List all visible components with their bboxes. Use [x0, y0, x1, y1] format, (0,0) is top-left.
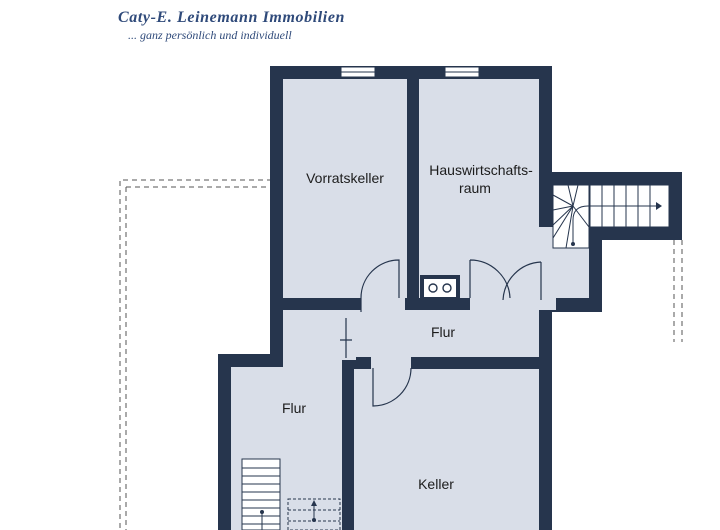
floor-hauswirtschaftsraum: [419, 79, 539, 273]
door-swings: [340, 259, 542, 407]
label-flur-upper: Flur: [431, 324, 455, 340]
door-stair: [502, 261, 542, 301]
dashed-boundaries: [119, 179, 683, 530]
door-flur-left: [340, 318, 352, 358]
label-flur-lower: Flur: [282, 400, 306, 416]
floor-flur-connect: [283, 310, 342, 370]
opening-flur-left: [342, 330, 356, 360]
staircase-upper: [552, 184, 670, 249]
door-vorratskeller: [360, 259, 400, 312]
staircase-lower: [241, 458, 341, 530]
opening-stair: [512, 294, 556, 310]
label-hauswirtschaft-2: raum: [459, 180, 491, 196]
door-hwr: [469, 259, 511, 299]
label-hauswirtschaft-1: Hauswirtschafts-: [429, 162, 533, 178]
floor-keller: [354, 369, 539, 530]
opening-hwr: [470, 296, 514, 312]
brand-name: Caty-E. Leinemann Immobilien: [118, 9, 346, 26]
room-labels: Vorratskeller Hauswirtschafts- raum Flur…: [282, 162, 533, 492]
door-keller: [372, 367, 412, 407]
label-vorratskeller: Vorratskeller: [306, 170, 384, 186]
brand-header: Caty-E. Leinemann Immobilien ... ganz pe…: [118, 9, 345, 43]
opening-keller: [371, 355, 411, 371]
brand-tagline: ... ganz persönlich und individuell: [128, 28, 292, 42]
opening-vorratskeller: [361, 296, 405, 312]
chimney: [420, 275, 460, 301]
floor-vorratskeller: [283, 79, 407, 298]
window-vorratskeller: [340, 66, 376, 78]
window-hwr: [444, 66, 480, 78]
label-keller: Keller: [418, 476, 454, 492]
windows: [340, 66, 480, 78]
